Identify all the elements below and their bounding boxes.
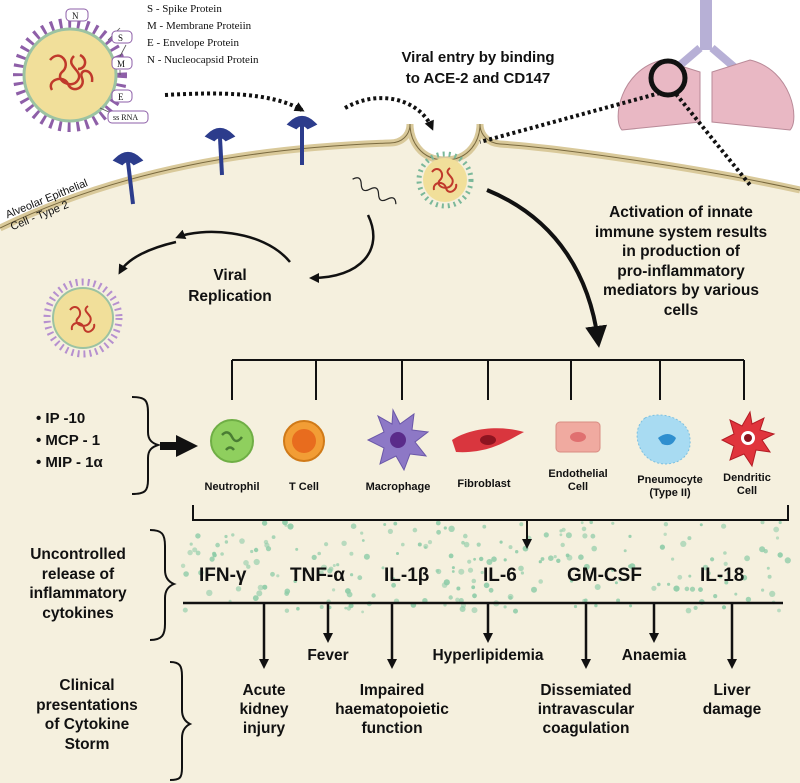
legend-nucleocapsid: N - Nucleocapsid Protein bbox=[147, 54, 259, 66]
endothelial-cell-icon bbox=[555, 421, 601, 453]
condition-fever: Fever bbox=[307, 647, 349, 664]
legend-envelope: E - Envelope Protein bbox=[147, 37, 239, 49]
cytokine-tnf-alpha: TNF-α bbox=[290, 565, 345, 586]
legend-membrane: M - Membrane Proteiin bbox=[147, 20, 252, 32]
cytokine-il-1-beta: IL-1β bbox=[384, 565, 430, 586]
tag-e: E bbox=[118, 92, 124, 102]
macrophage-icon bbox=[366, 408, 430, 472]
virus-in-vesicle-icon bbox=[416, 151, 474, 209]
label-neutrophil: Neutrophil bbox=[204, 481, 260, 493]
cytokine-il-6: IL-6 bbox=[483, 565, 517, 586]
dendritic-cell-icon bbox=[720, 410, 776, 468]
virus-top-icon bbox=[13, 8, 149, 132]
chemokine-bracket bbox=[131, 396, 162, 495]
cytokine-dots bbox=[180, 519, 791, 614]
lung-zoom-lines bbox=[479, 91, 752, 187]
rna-to-replication-arrow bbox=[309, 214, 375, 283]
label-t-cell: T Cell bbox=[289, 481, 319, 493]
tag-s: S bbox=[118, 33, 124, 43]
rna-strand bbox=[352, 177, 397, 205]
label-fibroblast: Fibroblast bbox=[457, 478, 511, 490]
activation-arrow bbox=[486, 188, 608, 348]
cytokine-ifn-gamma: IFN-γ bbox=[199, 565, 247, 586]
label-pneumocyte: Pneumocyte(Type II) bbox=[637, 474, 703, 499]
ace2-receptors bbox=[112, 116, 318, 205]
label-macrophage: Macrophage bbox=[365, 481, 431, 493]
fibroblast-icon bbox=[452, 428, 524, 453]
new-virion-icon bbox=[43, 278, 123, 358]
chemokine-list: • IP -10• MCP - 1• MIP - 1α bbox=[36, 410, 103, 471]
release-arrow bbox=[118, 240, 177, 275]
cytokine-release-lines bbox=[192, 505, 789, 549]
neutrophil-icon bbox=[210, 419, 254, 463]
tag-m: M bbox=[117, 59, 126, 69]
tag-n: N bbox=[72, 11, 79, 21]
replication-loop-arrow bbox=[175, 229, 291, 263]
clinical-bracket bbox=[169, 661, 193, 781]
extracellular-space bbox=[0, 0, 800, 228]
condition-anaemia: Anaemia bbox=[621, 647, 687, 664]
pneumocyte-icon bbox=[636, 414, 691, 465]
tag-ss-rna: ss RNA bbox=[113, 113, 139, 122]
cytokine-il-18: IL-18 bbox=[700, 565, 745, 586]
clinical-outcome-lines bbox=[183, 601, 783, 669]
cell-distribution-lines bbox=[231, 359, 745, 400]
viral-entry-arrow bbox=[344, 96, 434, 131]
cytokine-gm-csf: GM-CSF bbox=[567, 565, 642, 586]
legend-spike: S - Spike Protein bbox=[147, 3, 222, 15]
condition-hyperlipidemia: Hyperlipidemia bbox=[432, 647, 544, 664]
virus-approach-arrow bbox=[164, 91, 305, 112]
t-cell-icon bbox=[283, 420, 325, 462]
cytokine-bracket bbox=[149, 529, 177, 641]
